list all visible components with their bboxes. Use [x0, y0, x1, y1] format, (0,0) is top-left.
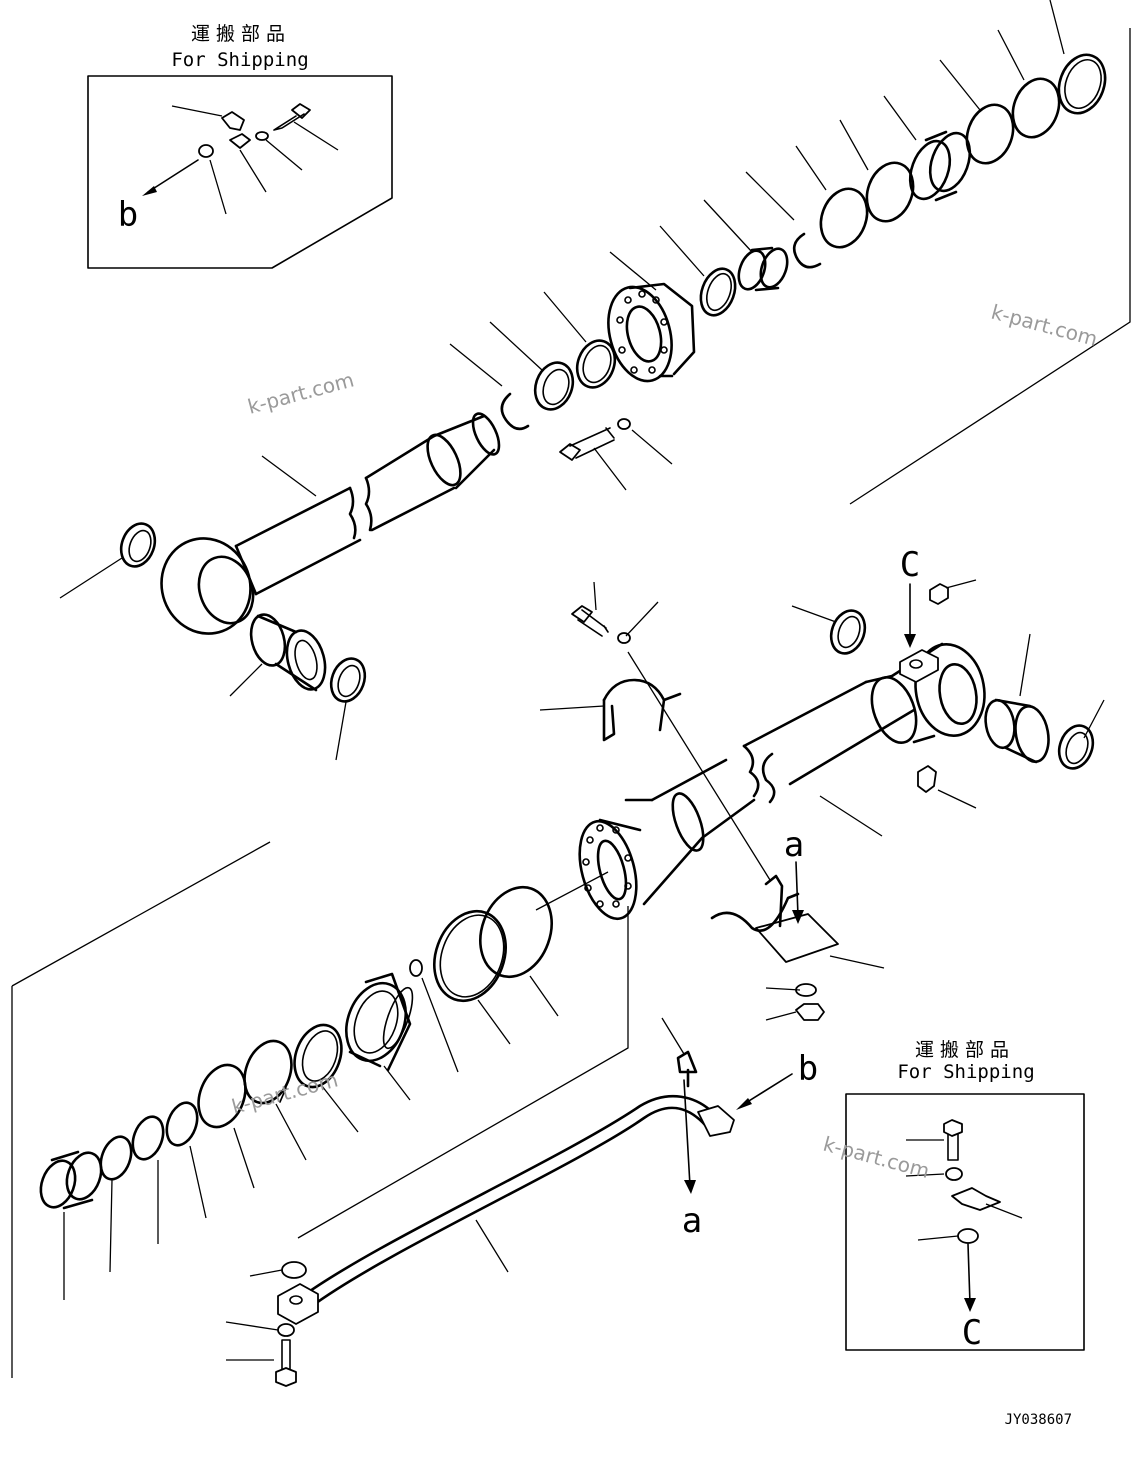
dust-seal-left — [119, 522, 157, 568]
snap-ring-rod — [500, 392, 530, 431]
piston-o-ring — [479, 885, 553, 979]
tube-eye — [914, 643, 986, 737]
watermark-1: k-part.com — [245, 367, 356, 418]
set-screw — [409, 959, 423, 977]
seal-ring-a — [965, 103, 1015, 165]
drawing-code: JY038607 — [1005, 1412, 1072, 1428]
arrow-head-c-upper — [904, 634, 916, 648]
callout-c-bottom: C — [962, 1313, 982, 1353]
dust-seal-right — [329, 657, 367, 703]
o-ring-1 — [699, 267, 737, 317]
piston-rod-assembly — [59, 0, 1131, 761]
clamp-bolt — [571, 605, 631, 644]
eye-bushing — [249, 613, 327, 692]
cylinder-head — [607, 282, 696, 383]
dust-seal-tube-top — [829, 609, 867, 655]
snap-ring-head — [792, 232, 822, 269]
callout-c-upper: C — [900, 545, 920, 585]
o-ring-lower-c — [99, 1135, 133, 1181]
clamp — [602, 678, 682, 702]
pipe-clip — [676, 1050, 698, 1088]
washer-bottom — [945, 1167, 963, 1181]
cylinder-tube-assembly: C a — [539, 545, 1105, 1021]
pipe-washer — [277, 1323, 295, 1337]
arrow-head-b-right — [736, 1098, 752, 1110]
shipping-box-top: 運 搬 部 品 For Shipping b — [87, 23, 393, 269]
pipe-line-lower — [310, 1106, 708, 1308]
dust-seal-tube — [1057, 724, 1095, 770]
arrow-head-b-top — [142, 186, 157, 196]
piston-seal-kit — [11, 841, 629, 1378]
tube-bushing — [984, 698, 1050, 764]
shipping-label-en-bottom: For Shipping — [897, 1061, 1034, 1083]
buffer-ring — [533, 361, 575, 411]
piston — [345, 972, 414, 1072]
pipe-end-fitting — [697, 1105, 735, 1137]
tube-flange — [578, 819, 638, 921]
head-washer — [617, 418, 631, 430]
tube-front-band — [671, 792, 705, 852]
o-ring-lower-a — [165, 1101, 199, 1147]
backup-ring — [819, 187, 869, 249]
seal-ring-b — [1011, 77, 1061, 139]
pipe-o-ring — [281, 1261, 307, 1279]
hydraulic-pipe: a b — [225, 1017, 818, 1387]
wear-ring — [737, 246, 789, 292]
rod-seal — [575, 339, 617, 389]
piston-seal — [293, 1023, 343, 1089]
o-ring-lower-b — [131, 1115, 165, 1161]
plug-top — [198, 144, 214, 158]
bolt-bottom — [943, 1119, 963, 1161]
o-ring-2 — [865, 161, 915, 223]
head-bolt — [559, 418, 631, 461]
callout-a-upper: a — [784, 825, 804, 865]
shipping-label-en-top: For Shipping — [171, 49, 308, 71]
shipping-box-bottom: 運 搬 部 品 For Shipping C — [845, 1039, 1085, 1353]
piston-ring — [908, 130, 972, 202]
lock-plate-top — [221, 111, 251, 149]
watermark-2: k-part.com — [989, 300, 1100, 351]
washer-top — [255, 131, 269, 141]
plug-bottom — [957, 1228, 979, 1244]
rod-eye — [160, 537, 252, 635]
bracket-nut — [795, 1003, 825, 1021]
tube-eye-bore — [938, 662, 978, 726]
pipe-line-upper — [298, 1094, 712, 1300]
pipe-bolt — [275, 1339, 297, 1387]
rod-step — [426, 433, 462, 487]
arrow-head-a-lower — [684, 1180, 696, 1194]
arrow-head-c-bottom — [964, 1298, 976, 1312]
grease-boss — [899, 649, 939, 683]
seal-ring-c — [1057, 53, 1107, 115]
grease-fitting-bottom — [917, 765, 937, 793]
callout-b-right: b — [798, 1049, 818, 1089]
grease-fitting-top — [929, 583, 949, 605]
piston-ring-outer — [433, 909, 507, 1003]
shipping-label-jp-bottom: 運 搬 部 品 — [915, 1039, 1009, 1061]
pipe-bracket — [710, 874, 839, 963]
arrow-head-a-upper — [792, 910, 804, 924]
backup-ring-lower — [197, 1063, 247, 1129]
bolt-top — [273, 103, 311, 131]
callout-a-lower: a — [682, 1201, 702, 1241]
wear-ring-lower — [243, 1039, 293, 1105]
cushion-collar — [39, 1150, 103, 1210]
rod-end — [471, 412, 501, 456]
shipping-label-jp-top: 運 搬 部 品 — [191, 23, 285, 45]
callout-b-top: b — [118, 195, 138, 235]
